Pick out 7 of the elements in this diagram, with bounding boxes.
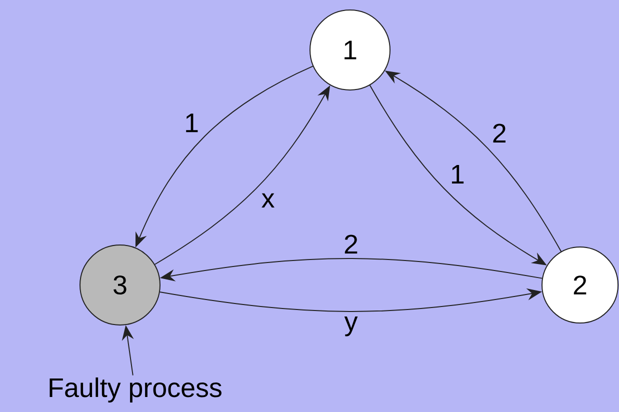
edge-label: y [344,316,358,336]
edge-label: 1 [186,114,198,132]
edge-label: x [262,193,274,208]
edge-label: 2 [344,234,358,254]
edge-label: 2 [493,124,506,142]
node-text: Faulty process [50,377,222,403]
edge-label: 1 [452,165,464,184]
